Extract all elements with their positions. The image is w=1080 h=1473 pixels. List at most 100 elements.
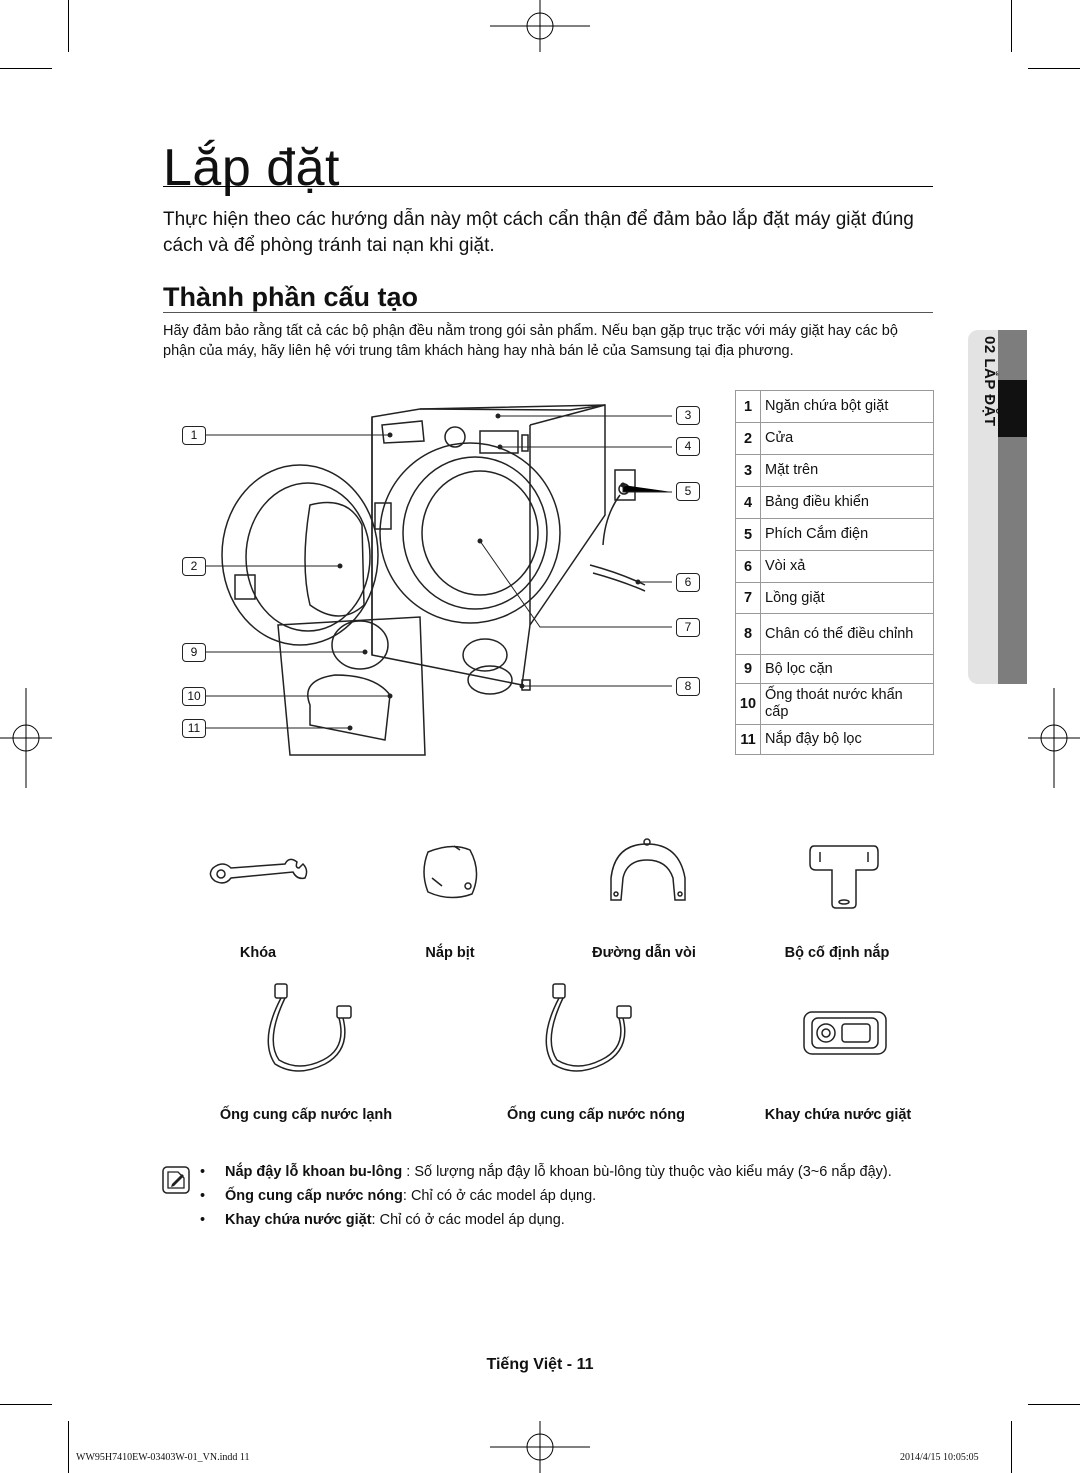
part-number: 6: [735, 550, 761, 583]
note-icon: [162, 1166, 190, 1194]
part-number: 10: [735, 683, 761, 725]
cap-icon: [423, 845, 478, 899]
bullet: •: [200, 1188, 206, 1204]
page-number: Tiếng Việt - 11: [486, 1356, 594, 1373]
section-paragraph: Hãy đảm bảo rằng tất cả các bộ phận đều …: [163, 323, 898, 359]
cold-hose-icon: [267, 983, 352, 1072]
door: [221, 464, 379, 646]
note-item: • Khay chứa nước giặt: Chỉ có ở các model…: [200, 1210, 930, 1230]
part-label: Nắp đậy bộ lọc: [760, 724, 934, 755]
part-label: Lồng giặt: [760, 582, 934, 614]
note-term: Nắp đậy lỗ khoan bu-lông: [225, 1164, 403, 1180]
print-file-name: WW95H7410EW-03403W-01_VN.indd 11: [76, 1452, 250, 1463]
detergent-drawer: [381, 420, 425, 444]
notes-list: • Nắp đậy lỗ khoan bu-lông : Số lượng nắp…: [200, 1162, 930, 1234]
part-number: 9: [735, 654, 761, 684]
callout-6: 6: [676, 573, 700, 592]
accessory-label-hose-guide: Đường dẫn vòi: [592, 945, 696, 961]
accessory-label-cold-hose: Ống cung cấp nước lạnh: [219, 1107, 393, 1123]
note-term: Ống cung cấp nước nóng: [225, 1188, 403, 1204]
part-number: 11: [735, 724, 761, 755]
part-label: Cửa: [760, 422, 934, 455]
page-title: Lắp đặt: [163, 139, 340, 197]
accessory-label-hot-hose: Ống cung cấp nước nóng: [507, 1107, 685, 1123]
accessory-label-detergent-tray: Khay chứa nước giặt: [764, 1107, 912, 1123]
control-display: [479, 430, 519, 454]
section-divider: [163, 312, 933, 313]
callout-11: 11: [182, 719, 206, 738]
callout-3: 3: [676, 406, 700, 425]
part-label: Chân có thể điều chỉnh: [760, 613, 934, 655]
note-text: : Chỉ có ở các model áp dụng.: [371, 1212, 565, 1228]
bullet: •: [200, 1212, 206, 1228]
door-seal: [379, 442, 561, 624]
part-label: Phích Cắm điện: [760, 518, 934, 551]
chapter-tab-label: 02 LẮP ĐẶT: [981, 336, 998, 427]
part-number: 3: [735, 454, 761, 487]
note-item: • Nắp đậy lỗ khoan bu-lông : Số lượng nắp…: [200, 1162, 930, 1182]
section-title: Thành phần cấu tạo: [163, 282, 419, 312]
accessory-label-spanner: Khóa: [239, 945, 277, 961]
note-term: Khay chứa nước giặt: [225, 1212, 372, 1228]
chapter-tab-marker: [998, 380, 1027, 437]
accessory-label-cap-fixer: Bộ cố định nắp: [784, 945, 890, 961]
note-text: : Số lượng nắp đậy lỗ khoan bù-lông tùy …: [402, 1164, 892, 1180]
debris-filter: [331, 620, 389, 670]
part-number: 4: [735, 486, 761, 519]
hose-guide-icon: [610, 838, 686, 901]
hot-hose-icon: [545, 983, 632, 1072]
callout-9: 9: [182, 643, 206, 662]
accessory-label-cap: Nắp bịt: [425, 945, 475, 961]
registration-mark-left: [0, 688, 52, 788]
part-number: 2: [735, 422, 761, 455]
drum-opening: [421, 470, 539, 596]
power-socket: [614, 469, 636, 501]
part-number: 7: [735, 582, 761, 614]
note-text: : Chỉ có ở các model áp dụng.: [402, 1188, 597, 1204]
callout-4: 4: [676, 437, 700, 456]
bullet: •: [200, 1164, 206, 1180]
part-label: Vòi xả: [760, 550, 934, 583]
callout-1: 1: [182, 426, 206, 445]
title-divider: [163, 186, 933, 187]
part-label: Bộ lọc cặn: [760, 654, 934, 684]
washing-machine-diagram: [205, 404, 672, 756]
part-number: 8: [735, 613, 761, 655]
machine-body: [371, 404, 606, 686]
spanner-icon: [209, 858, 308, 884]
callout-8: 8: [676, 677, 700, 696]
drain-hose: [589, 564, 646, 586]
registration-mark-bottom: [490, 1421, 590, 1473]
callout-2: 2: [182, 557, 206, 576]
cap-fixer-icon: [809, 845, 879, 909]
note-item: • Ống cung cấp nước nóng: Chỉ có ở các mo…: [200, 1186, 930, 1206]
registration-mark-right: [1028, 688, 1080, 788]
callout-7: 7: [676, 618, 700, 637]
callout-10: 10: [182, 687, 206, 706]
part-label: Mặt trên: [760, 454, 934, 487]
part-number: 1: [735, 390, 761, 423]
part-label: Ống thoát nước khẩn cấp: [760, 683, 934, 725]
part-label: Bảng điều khiển: [760, 486, 934, 519]
intro-text: Thực hiện theo các hướng dẫn này một các…: [163, 209, 914, 256]
callout-5: 5: [676, 482, 700, 501]
print-timestamp: 2014/4/15 10:05:05: [900, 1452, 979, 1463]
part-label: Ngăn chứa bột giặt: [760, 390, 934, 423]
part-number: 5: [735, 518, 761, 551]
registration-mark-top: [490, 0, 590, 52]
control-dial: [444, 426, 466, 448]
filter-cover: [307, 674, 391, 741]
detergent-tray-icon: [803, 1011, 887, 1055]
